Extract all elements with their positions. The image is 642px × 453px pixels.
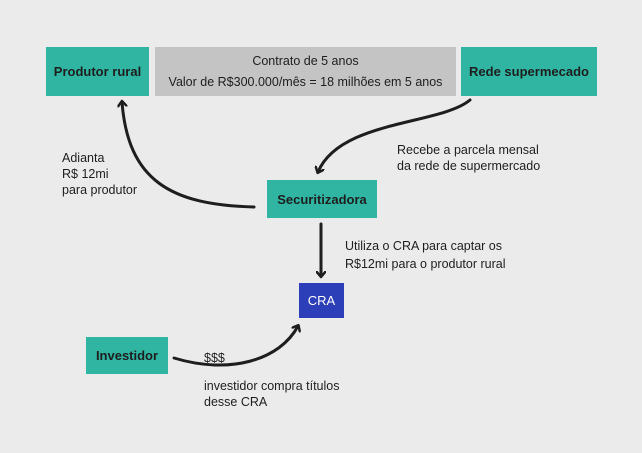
supermarket-node[interactable]: Rede supermecado [461,47,597,96]
cra-label: CRA [307,293,336,308]
advance-line-3: para produtor [62,183,138,197]
uses-cra-annotation: Utiliza o CRA para captar os R$12mi para… [345,237,506,273]
advance-line-1: Adianta [62,151,105,165]
uses-cra-line-1: Utiliza o CRA para captar os [345,239,503,253]
arrow-investor-to-cra [172,326,298,367]
contract-value: Valor de R$300.000/mês = 18 milhões em 5… [168,74,443,89]
investor-buys-line-1: investidor compra títulos [204,379,340,393]
contract-box[interactable]: Contrato de 5 anos Valor de R$300.000/mê… [155,47,456,96]
investor-label: Investidor [95,348,159,363]
producer-node[interactable]: Produtor rural [46,47,149,96]
investor-buys-annotation: investidor compra títulos desse CRA [204,378,339,410]
receives-line-2: da rede de supermercado [397,159,541,173]
securitizer-label: Securitizadora [277,191,367,207]
investor-node[interactable]: Investidor [86,337,168,374]
arrow-securitizer-to-producer [122,102,256,209]
securitizer-node[interactable]: Securitizadora [267,180,377,218]
arrow-supermarket-to-securitizer [318,98,472,172]
contract-title: Contrato de 5 anos [252,53,359,68]
money-text: $$$ [204,351,225,365]
supermarket-label: Rede supermecado [469,64,589,79]
receives-annotation: Recebe a parcela mensal da rede de super… [397,142,540,174]
cra-node[interactable]: CRA [299,283,344,318]
advance-line-2: R$ 12mi [62,167,109,181]
receives-line-1: Recebe a parcela mensal [397,143,539,157]
advance-annotation: Adianta R$ 12mi para produtor [62,150,137,198]
uses-cra-line-2: R$12mi para o produtor rural [345,257,506,271]
producer-label: Produtor rural [53,64,142,79]
investor-buys-line-2: desse CRA [204,395,268,409]
money-annotation: $$$ [204,350,225,366]
